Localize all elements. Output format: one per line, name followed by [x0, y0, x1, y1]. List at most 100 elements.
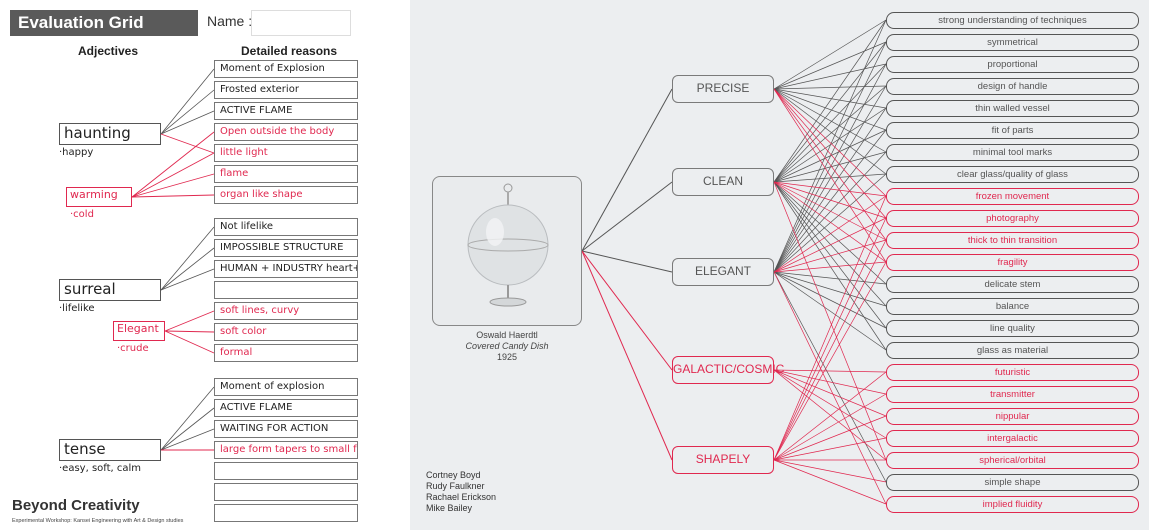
- category-attribute-link: [773, 459, 887, 505]
- red-reason-link: [131, 152, 215, 198]
- name-field[interactable]: [251, 10, 351, 36]
- category-node: PRECISE: [672, 75, 774, 103]
- footer-subtitle: Experimental Workshop: Kansei Engineerin…: [12, 518, 184, 524]
- adjective-box: surreal: [59, 279, 161, 301]
- image-category-link: [581, 250, 673, 273]
- caption-artist: Oswald Haerdtl: [476, 330, 538, 340]
- category-attribute-link: [773, 181, 887, 263]
- category-attribute-link: [773, 271, 887, 307]
- category-attribute-link: [773, 41, 887, 183]
- category-attribute-link: [773, 151, 887, 273]
- category-attribute-link: [773, 19, 887, 183]
- red-reason-link: [164, 330, 215, 354]
- credit-name: Rudy Faulkner: [426, 481, 485, 491]
- category-attribute-link: [773, 41, 887, 90]
- opposite-adjective: ·happy: [59, 147, 94, 158]
- category-attribute-link: [773, 369, 887, 461]
- category-attribute-link: [773, 181, 887, 219]
- adjectives-header: Adjectives: [78, 44, 139, 58]
- category-attribute-link: [773, 217, 887, 461]
- red-reason-link: [160, 133, 215, 154]
- reason-box: formal: [214, 344, 358, 362]
- attribute-node: design of handle: [886, 78, 1139, 95]
- category-attribute-link: [773, 85, 887, 90]
- category-node: CLEAN: [672, 168, 774, 196]
- category-attribute-link: [773, 271, 887, 285]
- opposite-adjective: ·lifelike: [59, 303, 95, 314]
- adjective-box: tense: [59, 439, 161, 461]
- category-attribute-link: [773, 217, 887, 273]
- reason-box: Not lifelike: [214, 218, 358, 236]
- attribute-node: thick to thin transition: [886, 232, 1139, 249]
- diagram-link-layer: [581, 19, 887, 505]
- attribute-node: implied fluidity: [886, 496, 1139, 513]
- attribute-node: futuristic: [886, 364, 1139, 381]
- category-attribute-link: [773, 369, 887, 373]
- reason-link: [160, 268, 215, 291]
- reason-box: IMPOSSIBLE STRUCTURE: [214, 239, 358, 257]
- category-attribute-link: [773, 271, 887, 329]
- category-attribute-link: [773, 437, 887, 461]
- attribute-node: balance: [886, 298, 1139, 315]
- attribute-node: nippular: [886, 408, 1139, 425]
- reason-box: flame: [214, 165, 358, 183]
- reason-box: Moment of Explosion: [214, 60, 358, 78]
- red-reason-link: [131, 131, 215, 198]
- attribute-node: fit of parts: [886, 122, 1139, 139]
- category-attribute-link: [773, 19, 887, 273]
- red-reason-link: [164, 310, 215, 332]
- category-attribute-link: [773, 415, 887, 461]
- sheet-title: Evaluation Grid Method: [10, 10, 198, 58]
- reason-link: [160, 407, 215, 451]
- image-category-link: [581, 88, 673, 252]
- category-attribute-link: [773, 261, 887, 273]
- category-node: ELEGANT: [672, 258, 774, 286]
- category-attribute-link: [773, 181, 887, 197]
- category-attribute-link: [773, 369, 887, 395]
- image-category-link: [581, 181, 673, 252]
- red-reason-link: [131, 194, 215, 198]
- network-diagram: Oswald Haerdtl Covered Candy Dish 1925 C…: [410, 0, 1149, 530]
- category-attribute-link: [773, 88, 887, 241]
- reason-link: [160, 89, 215, 135]
- reason-box: Frosted exterior: [214, 81, 358, 99]
- category-attribute-link: [773, 85, 887, 273]
- category-attribute-link: [773, 393, 887, 461]
- attribute-node: glass as material: [886, 342, 1139, 359]
- caption-year: 1925: [496, 352, 518, 362]
- credit-name: Rachael Erickson: [426, 492, 497, 502]
- category-attribute-link: [773, 271, 887, 351]
- red-reason-link: [131, 173, 215, 198]
- caption-title: Covered Candy Dish: [465, 341, 549, 351]
- name-label: Name :: [207, 13, 253, 29]
- attribute-node: spherical/orbital: [886, 452, 1139, 469]
- reason-box: [214, 504, 358, 522]
- category-attribute-link: [773, 85, 887, 183]
- category-attribute-link: [773, 369, 887, 417]
- category-attribute-link: [773, 88, 887, 131]
- image-category-link: [581, 250, 673, 371]
- attribute-node: fragility: [886, 254, 1139, 271]
- red-opposite-adjective: ·crude: [117, 343, 149, 354]
- category-attribute-link: [773, 88, 887, 153]
- category-attribute-link: [773, 19, 887, 90]
- category-attribute-link: [773, 181, 887, 241]
- attribute-node: strong understanding of techniques: [886, 12, 1139, 29]
- reason-link: [160, 226, 215, 291]
- category-attribute-link: [773, 88, 887, 219]
- opposite-adjective: ·easy, soft, calm: [59, 463, 142, 474]
- attribute-node: thin walled vessel: [886, 100, 1139, 117]
- category-attribute-link: [773, 173, 887, 273]
- reason-box: ACTIVE FLAME: [214, 102, 358, 120]
- left-connector-layer: [131, 68, 215, 451]
- category-attribute-link: [773, 271, 887, 505]
- category-attribute-link: [773, 88, 887, 109]
- red-opposite-adjective: ·cold: [70, 209, 94, 220]
- reason-box: organ like shape: [214, 186, 358, 204]
- category-attribute-link: [773, 107, 887, 273]
- category-attribute-link: [773, 181, 887, 307]
- category-attribute-link: [773, 181, 887, 351]
- reason-link: [160, 110, 215, 135]
- attribute-node: line quality: [886, 320, 1139, 337]
